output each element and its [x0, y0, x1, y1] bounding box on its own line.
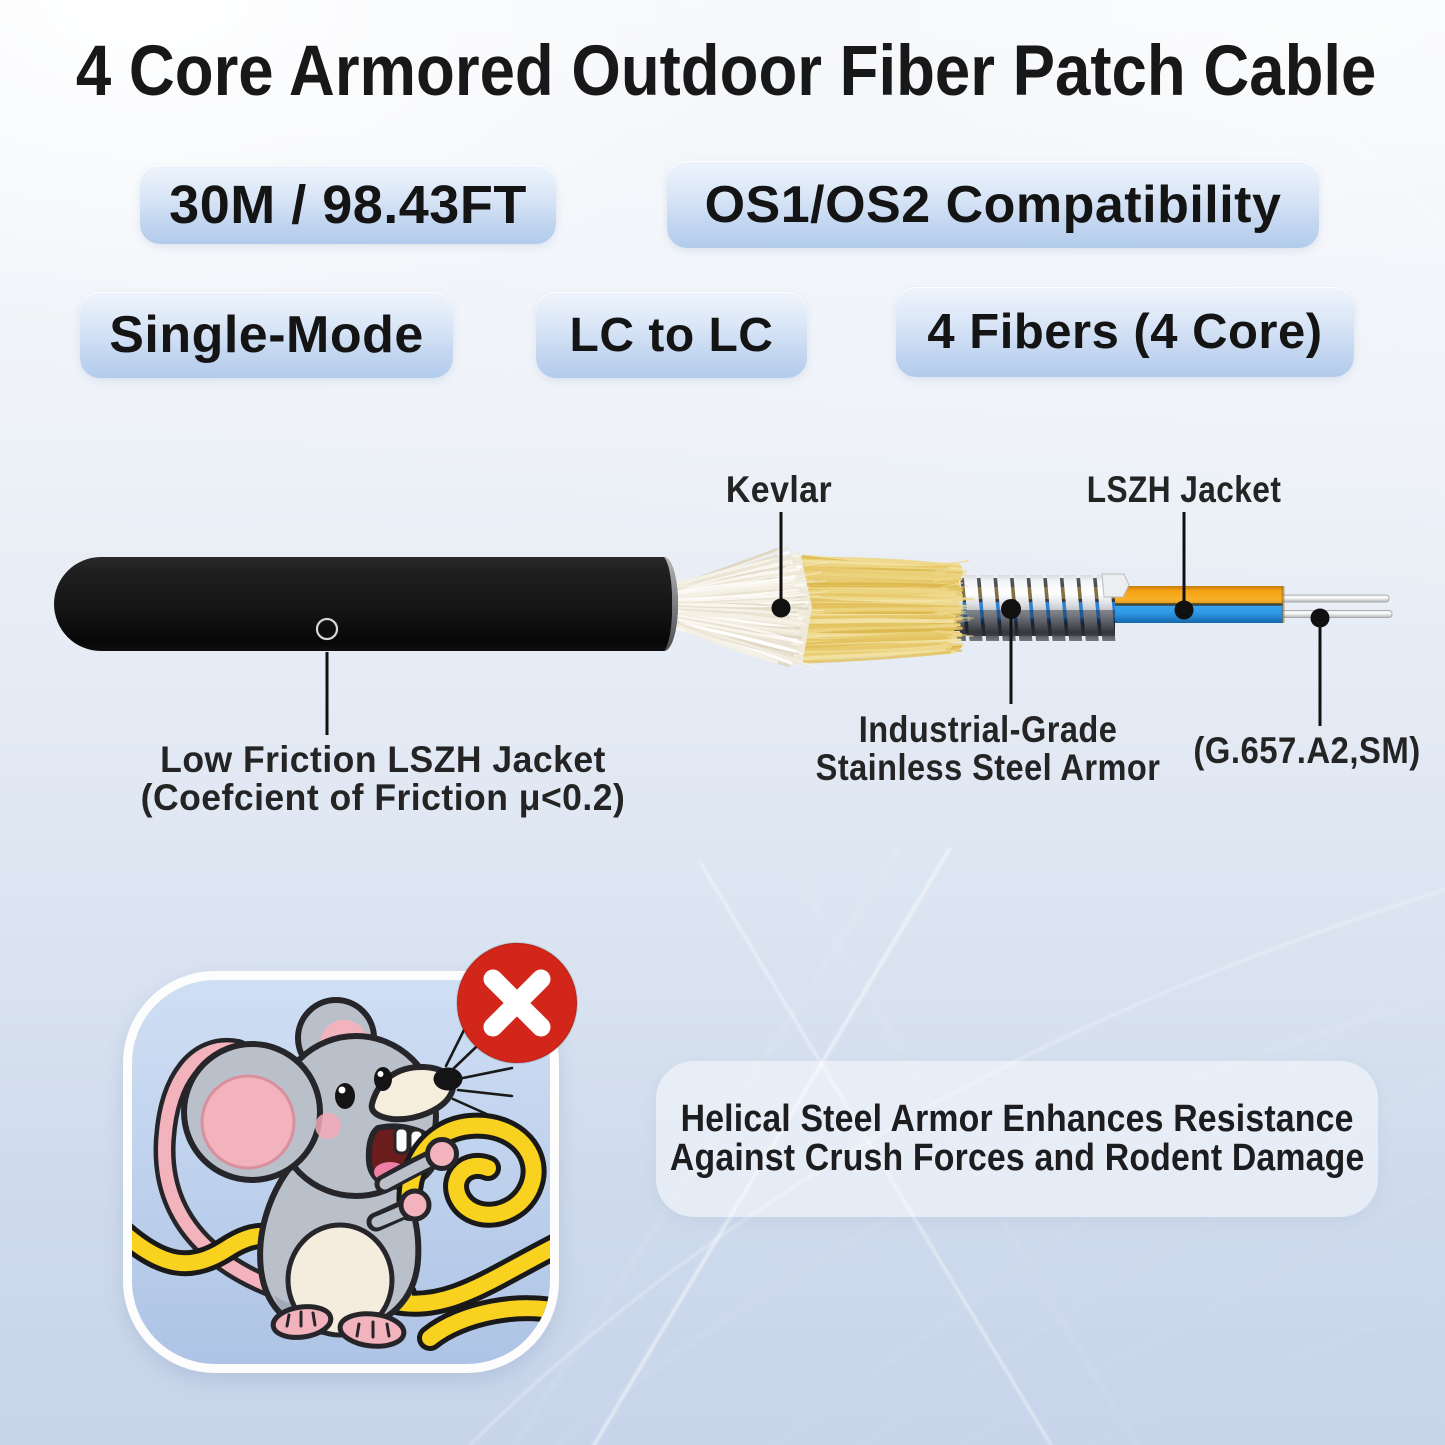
rodent-note-panel: Helical Steel Armor Enhances Resistance …	[656, 1061, 1378, 1217]
badge-length-label: 30M / 98.43FT	[169, 174, 527, 235]
steel-armor	[947, 573, 1130, 641]
label-steel-armor: Industrial-Grade Stainless Steel Armor	[816, 711, 1161, 787]
badge-compatibility-label: OS1/OS2 Compatibility	[704, 175, 1282, 234]
no-rodent-badge	[456, 942, 578, 1064]
bare-fibers	[1269, 594, 1393, 618]
x-mark-icon	[483, 969, 551, 1037]
rodent-note-line1: Helical Steel Armor Enhances Resistance	[680, 1098, 1354, 1140]
label-steel-armor-line2: Stainless Steel Armor	[815, 747, 1161, 788]
badge-mode-label: Single-Mode	[109, 306, 424, 364]
aramid-yarn	[794, 554, 975, 664]
badge-fibercount-label: 4 Fibers (4 Core)	[927, 305, 1323, 359]
rodent-illustration-card	[123, 971, 559, 1373]
callout-lines	[315, 512, 1330, 735]
page-title: 4 Core Armored Outdoor Fiber Patch Cable	[75, 32, 1377, 111]
outer-jacket	[54, 557, 678, 651]
rodent-note-line2: Against Crush Forces and Rodent Damage	[669, 1137, 1365, 1179]
badge-length: 30M / 98.43FT	[140, 165, 556, 244]
label-fiber-spec: (G.657.A2,SM)	[1193, 730, 1421, 771]
badge-connector: LC to LC	[536, 292, 807, 378]
badge-connector-label: LC to LC	[569, 308, 774, 362]
badge-fibercount: 4 Fibers (4 Core)	[896, 287, 1354, 377]
badge-mode: Single-Mode	[80, 292, 453, 378]
badge-compatibility: OS1/OS2 Compatibility	[667, 161, 1319, 248]
label-lszh-jacket: LSZH Jacket	[1086, 469, 1282, 510]
label-kevlar: Kevlar	[725, 469, 833, 510]
label-steel-armor-line1: Industrial-Grade	[858, 709, 1118, 750]
label-low-friction-line1: Low Friction LSZH Jacket	[160, 739, 606, 780]
label-low-friction: Low Friction LSZH Jacket (Coefcient of F…	[141, 741, 626, 817]
label-low-friction-line2: (Coefcient of Friction μ<0.2)	[140, 777, 626, 818]
